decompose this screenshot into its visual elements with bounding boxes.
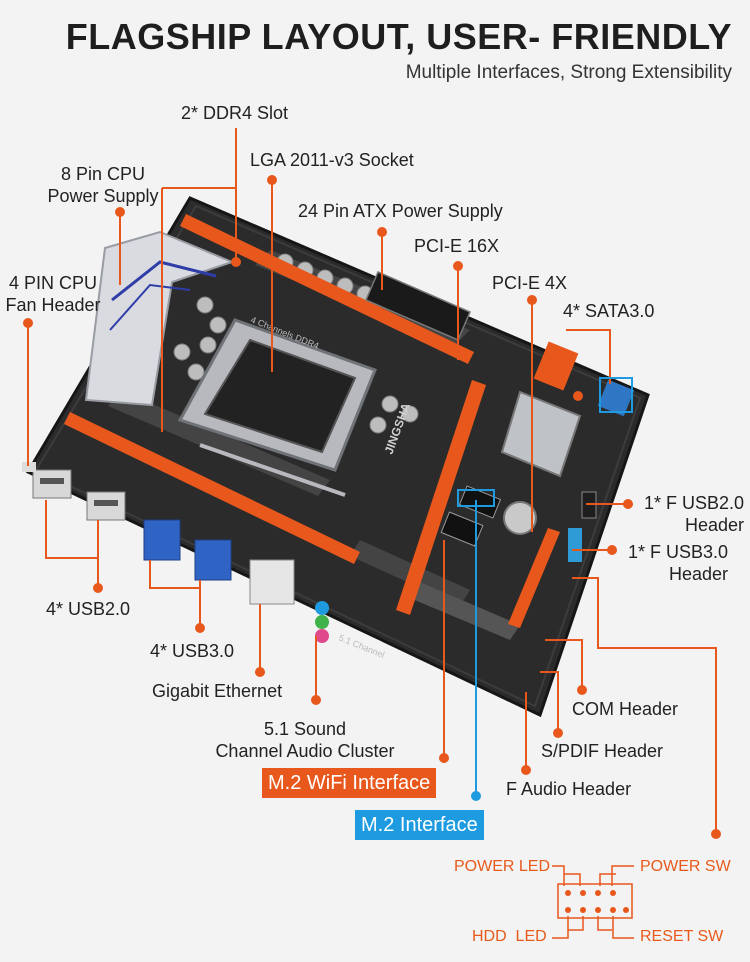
label-front-usb3: 1* F USB3.0 Header [627,542,728,584]
label-ddr4-slot: 2* DDR4 Slot [181,103,289,123]
front-panel-pin-diagram [552,865,634,939]
sata-ports [597,379,635,417]
label-com-header: COM Header [572,699,679,719]
label-pcie4: PCI-E 4X [492,273,568,293]
label-power-led: POWER LED [454,858,551,875]
page-subtitle: Multiple Interfaces, Strong Extensibilit… [405,62,732,83]
label-usb3: 4* USB3.0 [150,641,235,661]
label-reset-sw: RESET SW [640,928,724,945]
vrm-heatsink [84,230,235,407]
label-sound: 5.1 Sound Channel Audio Cluster [215,719,395,761]
label-sata: 4* SATA3.0 [563,301,655,321]
audio-jack-blue [315,601,329,615]
chipset-heatsink [500,390,582,478]
usb2-port-2 [86,491,126,521]
usb3-port-1 [143,519,181,561]
label-hdd-led: HDD LED [472,928,547,945]
pcie16-slot [396,380,486,615]
label-front-usb2: 1* F USB2.0 Header [643,493,744,535]
label-pcie16: PCI-E 16X [414,236,500,256]
front-usb3-header [568,528,582,562]
label-m2: M.2 Interface [355,810,484,840]
label-faudio-header: F Audio Header [506,779,632,799]
usb3-port-2 [194,539,232,581]
label-cpu-fan: 4 PIN CPU Fan Header [5,273,101,315]
ddr4-slot-2 [64,412,360,564]
label-power-sw: POWER SW [640,858,731,875]
label-lga-socket: LGA 2011-v3 Socket [250,150,414,170]
ethernet-port [249,559,295,605]
page-title: FLAGSHIP LAYOUT, USER- FRIENDLY [65,16,732,57]
ddr4-slot-1 [180,214,474,364]
audio-jack-green [315,615,329,629]
label-ethernet: Gigabit Ethernet [152,681,283,701]
cmos-battery [503,501,537,535]
label-usb2: 4* USB2.0 [46,599,131,619]
label-cpu-power: 8 Pin CPU Power Supply [47,164,159,206]
pcie4-slot [508,528,560,628]
m2-wifi-slot [440,511,484,547]
label-m2-wifi: M.2 WiFi Interface [262,768,437,798]
label-atx-power: 24 Pin ATX Power Supply [298,201,503,221]
audio-jack-pink [315,629,329,643]
label-spdif-header: S/PDIF Header [541,741,664,761]
cpu-fan-header [22,462,36,472]
